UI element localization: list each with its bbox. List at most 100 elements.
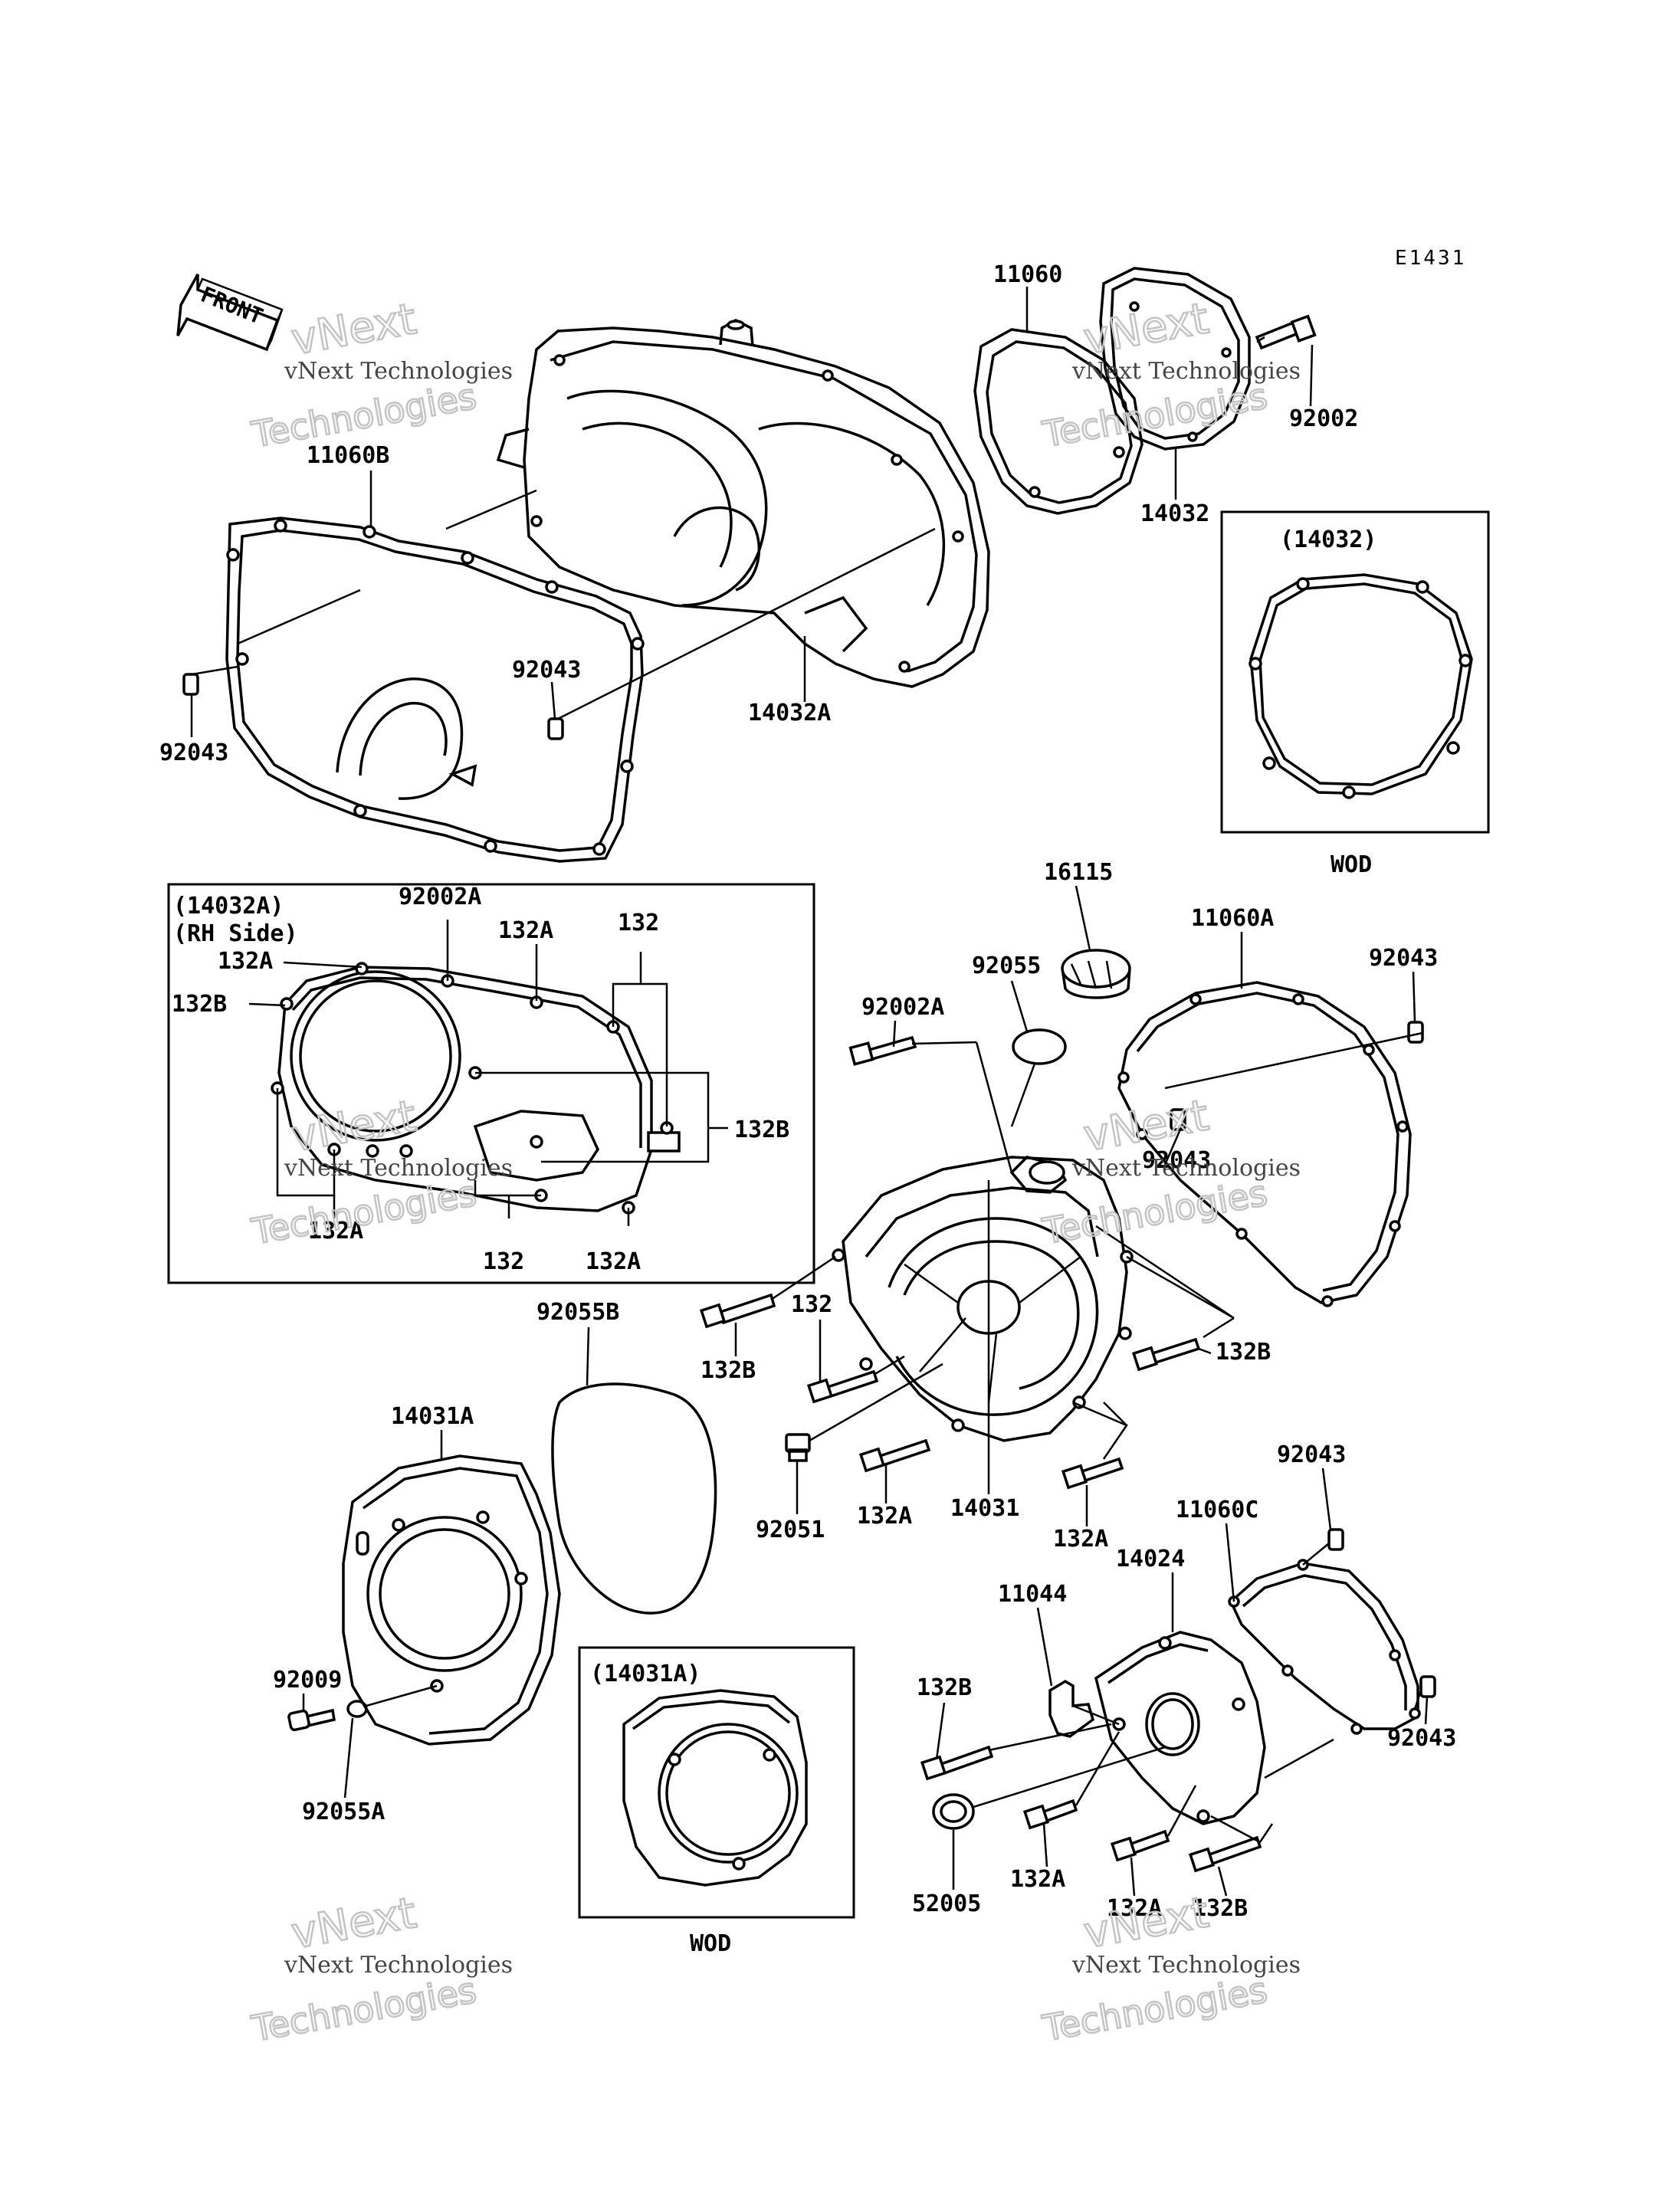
cover-14031 bbox=[832, 1156, 1134, 1442]
label-11060A: 11060A bbox=[1191, 905, 1274, 932]
oring-92055 bbox=[1012, 1028, 1067, 1065]
label-132B-d: 132B bbox=[701, 1357, 756, 1384]
label-16115: 16115 bbox=[1044, 859, 1113, 886]
label-132A-inset-b: 132A bbox=[498, 917, 553, 944]
svg-text:Technologies: Technologies bbox=[1039, 375, 1270, 455]
dowel-pin-92043-mid-right bbox=[1407, 1021, 1424, 1044]
svg-text:vNext: vNext bbox=[287, 1888, 419, 1959]
label-132A-f: 132A bbox=[1053, 1526, 1108, 1553]
inset-14031A-caption: WOD bbox=[690, 1930, 731, 1957]
svg-text:Technologies: Technologies bbox=[1039, 1172, 1270, 1252]
label-132-c: 132 bbox=[791, 1291, 832, 1318]
label-132B-inset-a: 132B bbox=[172, 991, 227, 1018]
dowel-pin-92043-center bbox=[547, 717, 564, 740]
label-11044: 11044 bbox=[998, 1581, 1067, 1608]
svg-text:vNext Technologies: vNext Technologies bbox=[1071, 1155, 1301, 1182]
label-92002: 92002 bbox=[1289, 405, 1358, 432]
svg-text:vNext Technologies: vNext Technologies bbox=[1071, 358, 1301, 385]
gasket-11060B bbox=[225, 516, 645, 863]
inset-14032-wod: (14032) WOD bbox=[1220, 510, 1490, 878]
watermark-top-left: vNext vNext Technologies Technologies bbox=[248, 293, 513, 457]
cover-14032 bbox=[1099, 267, 1251, 451]
bolt-132B-right bbox=[1131, 1337, 1201, 1372]
label-92043-a: 92043 bbox=[159, 739, 228, 766]
svg-text:Technologies: Technologies bbox=[248, 1969, 479, 2050]
watermark-mid-right: vNext vNext Technologies Technologies bbox=[1039, 1090, 1301, 1253]
label-92043-f: 92043 bbox=[1387, 1725, 1456, 1752]
cover-14024 bbox=[1094, 1631, 1266, 1825]
inset-rh-side-subtitle: (RH Side) bbox=[173, 920, 298, 947]
oil-cap-16115 bbox=[1061, 949, 1131, 999]
plug-92051 bbox=[785, 1433, 811, 1462]
label-11060: 11060 bbox=[993, 261, 1062, 288]
bolt-132B-bottom-right bbox=[1188, 1835, 1262, 1873]
label-132A-g: 132A bbox=[1010, 1866, 1065, 1893]
svg-text:vNext Technologies: vNext Technologies bbox=[284, 1155, 513, 1182]
dowel-pin-92043-left bbox=[182, 673, 199, 696]
label-11060B: 11060B bbox=[307, 442, 389, 469]
watermark-bottom-left: vNext vNext Technologies Technologies bbox=[248, 1887, 513, 2051]
label-132A-e: 132A bbox=[857, 1503, 912, 1530]
oring-92055A bbox=[346, 1700, 368, 1718]
label-92009: 92009 bbox=[273, 1667, 342, 1694]
label-92043-d: 92043 bbox=[1142, 1147, 1211, 1174]
label-92055: 92055 bbox=[972, 953, 1041, 979]
label-52005: 52005 bbox=[912, 1890, 981, 1917]
bolt-132A-center bbox=[858, 1438, 931, 1473]
svg-text:vNext: vNext bbox=[1080, 1887, 1212, 1958]
label-92043-e: 92043 bbox=[1277, 1441, 1346, 1468]
gasket-11060A bbox=[1117, 981, 1412, 1307]
label-14024: 14024 bbox=[1116, 1546, 1185, 1572]
watermark-mid-left: vNext vNext Technologies Technologies bbox=[248, 1090, 513, 1254]
front-arrow-icon: FRONT bbox=[176, 274, 284, 352]
oring-92055B bbox=[551, 1382, 717, 1615]
svg-text:vNext Technologies: vNext Technologies bbox=[284, 358, 513, 385]
label-132-inset-a: 132 bbox=[618, 910, 659, 936]
svg-text:vNext Technologies: vNext Technologies bbox=[1071, 1952, 1301, 1979]
inset-rh-side: (14032A) (RH Side) 92002A 132A 132A 132 … bbox=[167, 883, 815, 1284]
label-92043-b: 92043 bbox=[512, 657, 581, 684]
label-92055A: 92055A bbox=[302, 1799, 385, 1825]
label-92002A: 92002A bbox=[861, 994, 944, 1021]
label-132B-e: 132B bbox=[1216, 1339, 1271, 1366]
label-132A-inset-c: 132A bbox=[308, 1218, 363, 1244]
inset-14031A-wod: (14031A) WOD bbox=[578, 1646, 855, 1957]
bolt-92002 bbox=[1255, 314, 1317, 350]
label-14032A: 14032A bbox=[748, 700, 831, 726]
label-132A-inset-d: 132A bbox=[586, 1248, 641, 1275]
svg-text:Technologies: Technologies bbox=[1039, 1969, 1270, 2049]
label-14031: 14031 bbox=[950, 1495, 1019, 1522]
oil-seal-52005 bbox=[932, 1793, 975, 1830]
bolt-132A-bottom-b bbox=[1110, 1829, 1170, 1862]
bolt-132B-bottom-left bbox=[920, 1745, 994, 1781]
label-132-inset-b: 132 bbox=[483, 1248, 524, 1275]
cover-14031A bbox=[342, 1454, 561, 1746]
bolt-132B-left bbox=[699, 1293, 776, 1329]
front-label: FRONT bbox=[197, 282, 267, 330]
svg-text:Technologies: Technologies bbox=[248, 1172, 479, 1253]
bolt-132A-right bbox=[1061, 1457, 1124, 1490]
label-132B-g: 132B bbox=[917, 1674, 972, 1701]
cover-14032A bbox=[496, 319, 990, 688]
bolt-132 bbox=[806, 1369, 879, 1404]
label-92043-c: 92043 bbox=[1369, 945, 1438, 972]
watermark-bottom-right: vNext vNext Technologies Technologies bbox=[1039, 1887, 1301, 2050]
label-92051: 92051 bbox=[756, 1517, 825, 1543]
dowel-pin-92043-bottom-right bbox=[1419, 1675, 1436, 1698]
label-132B-h: 132B bbox=[1193, 1895, 1248, 1922]
watermark-top-right: vNext vNext Technologies Technologies bbox=[1039, 293, 1301, 456]
bracket-11044 bbox=[1048, 1679, 1095, 1738]
label-132A-inset-a: 132A bbox=[218, 948, 273, 975]
label-132A-h: 132A bbox=[1107, 1895, 1162, 1922]
bolt-92002A bbox=[848, 1035, 917, 1066]
inset-rh-side-title: (14032A) bbox=[173, 893, 284, 920]
label-14032: 14032 bbox=[1140, 500, 1209, 527]
bolt-132A-bottom-a bbox=[1022, 1799, 1078, 1830]
svg-text:vNext: vNext bbox=[1080, 293, 1212, 364]
svg-text:vNext Technologies: vNext Technologies bbox=[284, 1952, 513, 1979]
label-14031A: 14031A bbox=[391, 1403, 474, 1430]
label-11060C: 11060C bbox=[1176, 1497, 1258, 1523]
screw-92009 bbox=[287, 1708, 336, 1732]
label-92055B: 92055B bbox=[536, 1299, 619, 1326]
